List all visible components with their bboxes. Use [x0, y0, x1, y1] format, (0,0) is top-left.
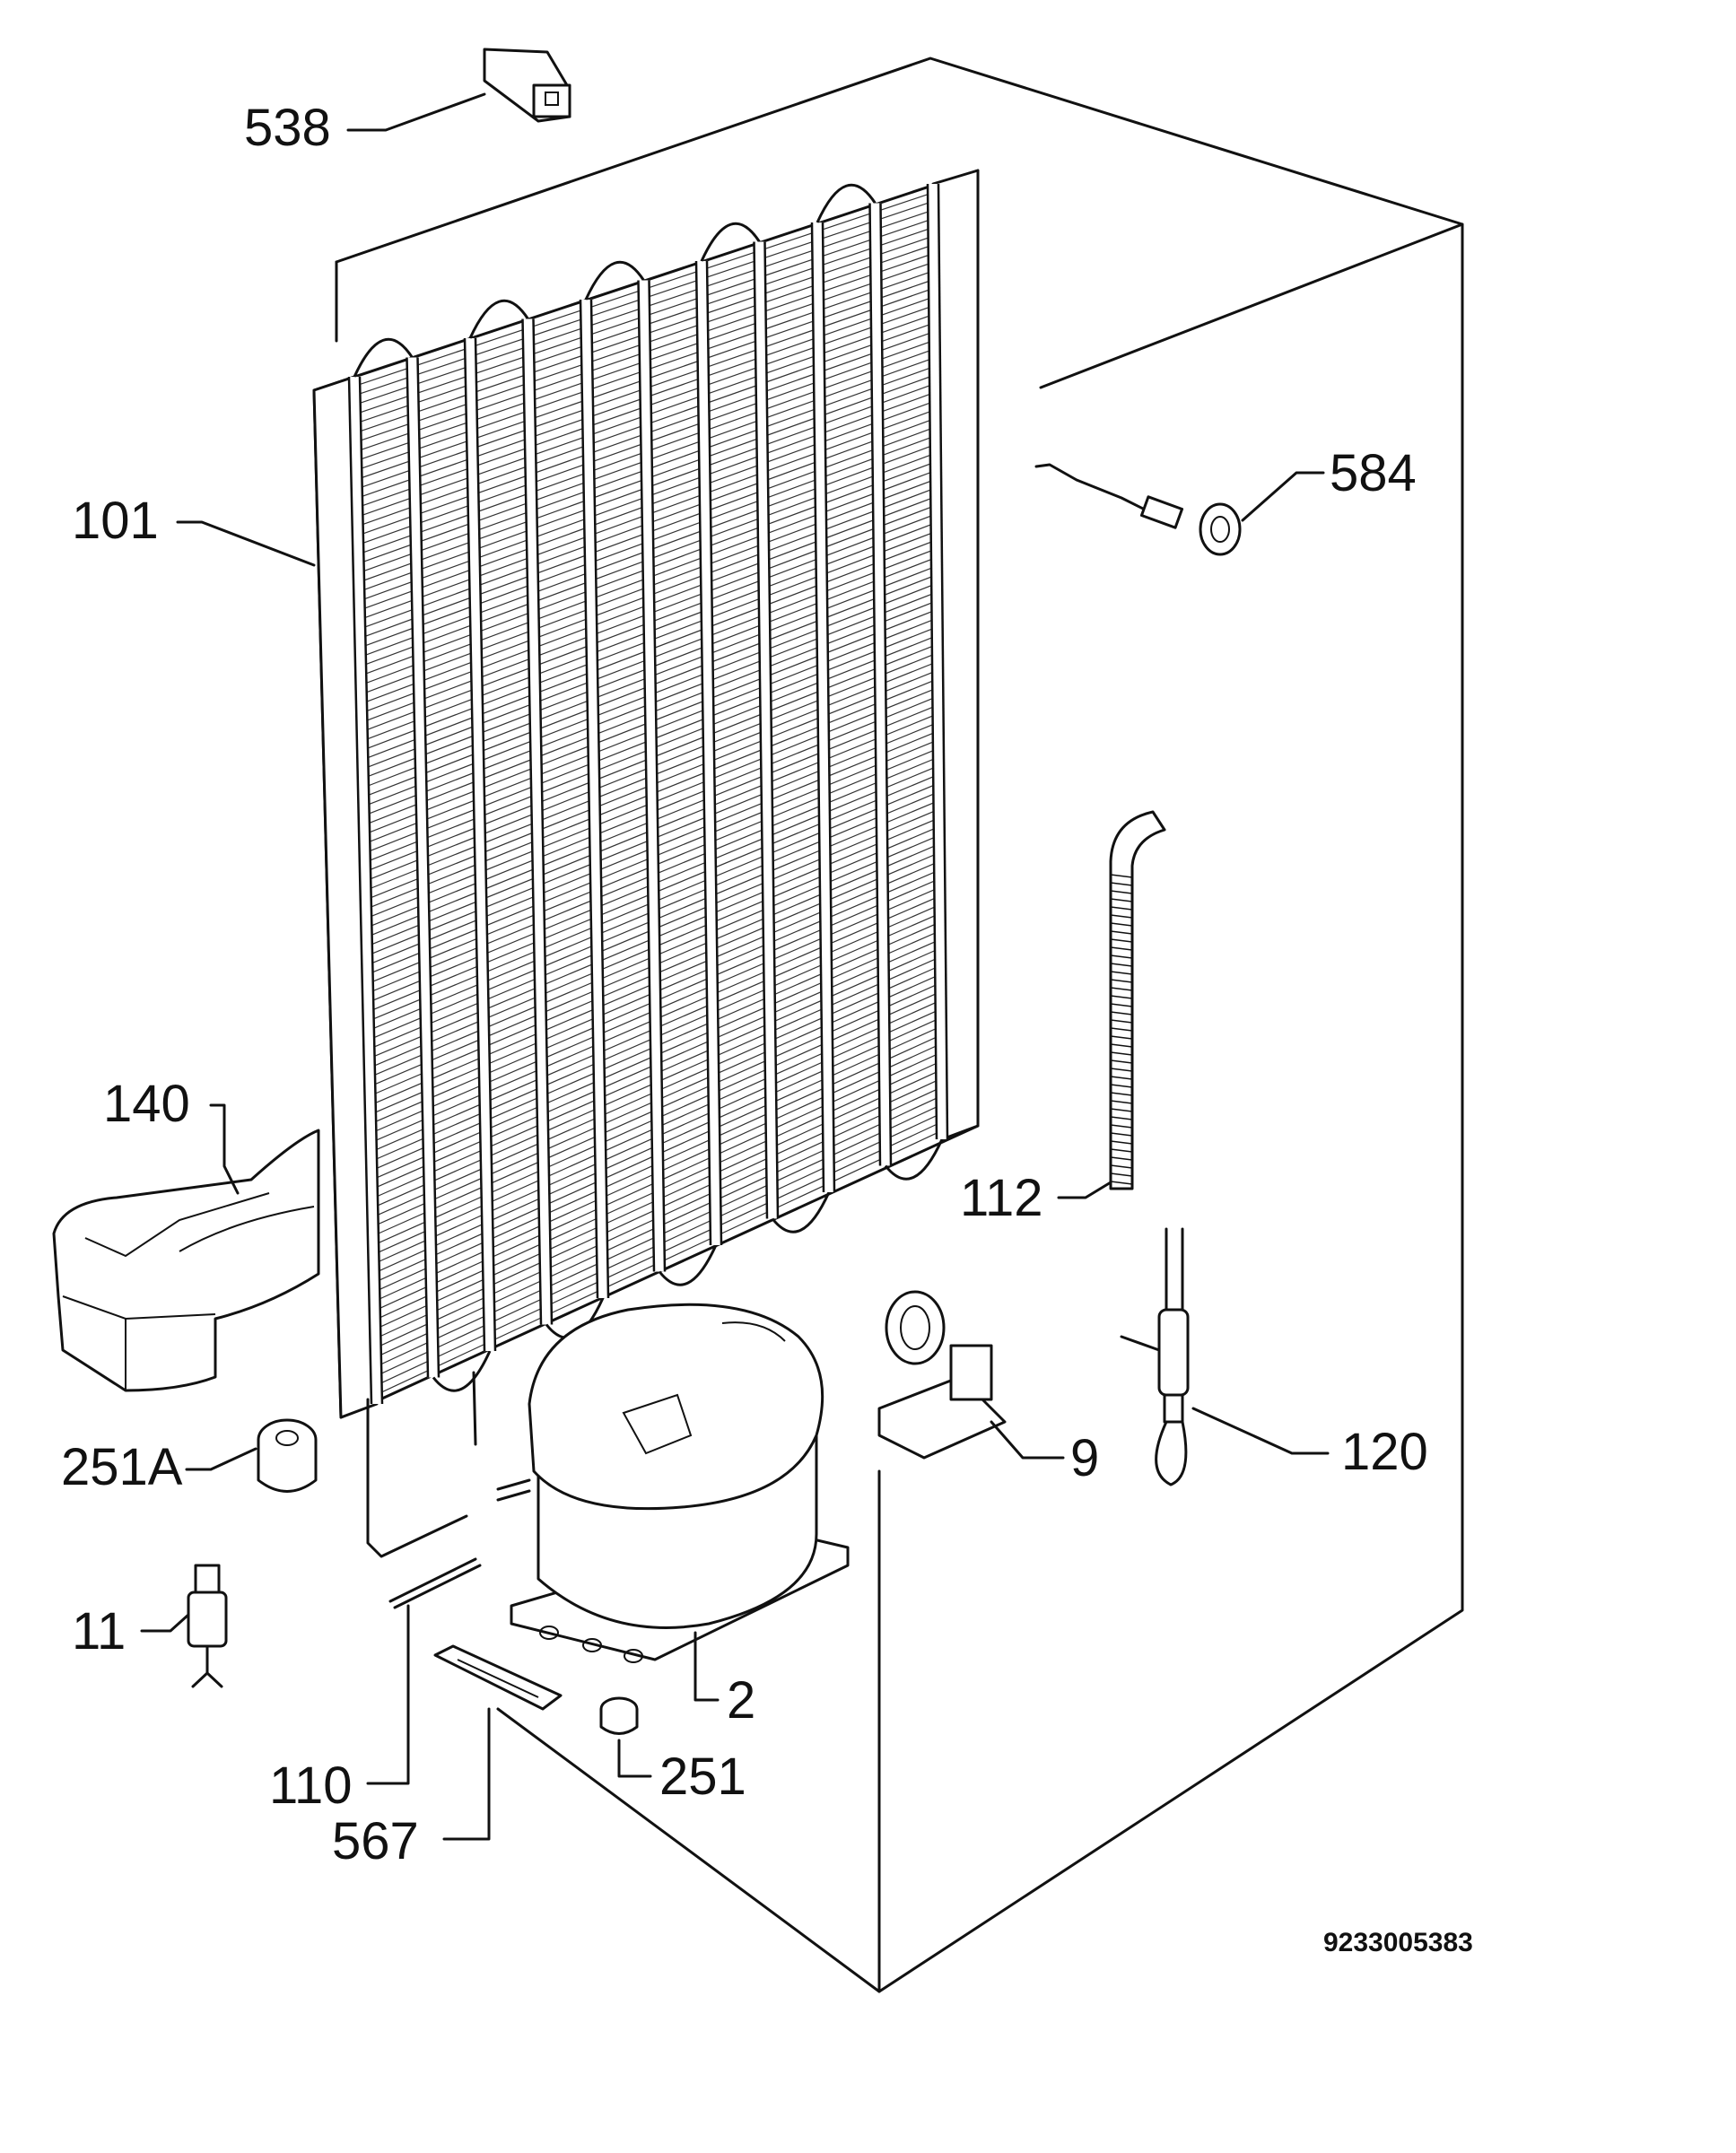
- part-110-rod: [388, 1557, 482, 1609]
- callout-120: 120: [1341, 1423, 1428, 1481]
- callout-140: 140: [103, 1075, 190, 1133]
- part-140-tray: [52, 1129, 320, 1392]
- document-number: 9233005383: [1323, 1928, 1473, 1957]
- part-120-thermostat: [1120, 1227, 1190, 1486]
- callout-584: 584: [1330, 444, 1417, 502]
- callout-112: 112: [960, 1169, 1042, 1227]
- callout-11: 11: [72, 1602, 126, 1661]
- part-251-foot: [599, 1696, 639, 1735]
- part-251a-grommet: [257, 1418, 318, 1493]
- callout-251a: 251A: [61, 1438, 183, 1496]
- callout-538: 538: [244, 99, 331, 157]
- callout-110: 110: [269, 1756, 352, 1815]
- callout-9: 9: [1070, 1429, 1099, 1487]
- part-584-sensor: [1034, 463, 1242, 556]
- part-11-component: [187, 1564, 228, 1688]
- callout-567: 567: [332, 1812, 419, 1870]
- part-2-compressor: [496, 1303, 850, 1663]
- condenser-101: [312, 169, 980, 1558]
- part-9-relay: [877, 1290, 1007, 1460]
- part-112-hose: [1109, 810, 1166, 1190]
- callout-2: 2: [727, 1671, 755, 1730]
- callout-101: 101: [72, 492, 159, 550]
- part-567-plate: [433, 1644, 563, 1711]
- callout-251: 251: [659, 1748, 746, 1806]
- callout-labels: 538 101 584 140 112 251A 9 120 11 2 251 …: [61, 99, 1473, 1957]
- part-538-clip: [483, 48, 571, 123]
- leader-lines: [140, 92, 1330, 1841]
